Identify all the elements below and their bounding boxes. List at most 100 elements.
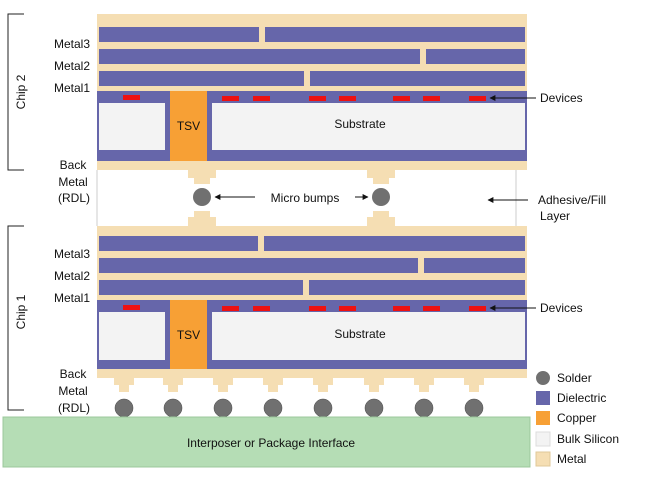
chip-2: TSV Substrate: [97, 14, 527, 170]
c4-bump-solder: [263, 398, 283, 418]
c4-bump-pad: [364, 378, 384, 392]
micro-bump-solder: [372, 188, 390, 206]
device: [253, 96, 270, 101]
c4-bump: [364, 378, 384, 418]
legend-label-dielectric: Dielectric: [557, 391, 606, 405]
solder-swatch-icon: [536, 371, 550, 385]
device: [123, 305, 140, 310]
device: [339, 306, 356, 311]
chip1-left-labels: Chip 1 Metal3 Metal2 Metal1 Back Metal (…: [7, 225, 90, 415]
c4-bump: [414, 378, 434, 418]
chip1-name-label: Chip 1: [14, 294, 28, 329]
device: [469, 96, 486, 101]
micro-bumps-label: Micro bumps: [271, 191, 340, 205]
chip1-metal1-label: Metal1: [54, 291, 90, 305]
chip1-top-metal-band: [97, 226, 527, 235]
chip1-tsv: [170, 300, 207, 369]
chip1-substrate-label: Substrate: [334, 327, 386, 341]
chip2-back-metal-label-line1: Back: [60, 158, 88, 172]
chip1-metal2-dielectric-left: [99, 258, 418, 273]
interposer-block: [2, 416, 531, 468]
device: [339, 96, 356, 101]
chip2-metal2-label: Metal2: [54, 59, 90, 73]
legend-item-bulk-silicon: Bulk Silicon: [535, 431, 619, 447]
chip2-top-metal-band: [97, 14, 527, 25]
legend-label-metal: Metal: [557, 452, 586, 466]
chip1-bulk-silicon-right: [212, 312, 525, 360]
device: [423, 306, 440, 311]
c4-bump-pad: [414, 378, 434, 392]
chip1-bulk-silicon-left: [99, 312, 165, 360]
c4-bump-pad: [313, 378, 333, 392]
c4-bump: [213, 378, 233, 418]
device: [469, 306, 486, 311]
chip1-metal1-dielectric-right: [309, 280, 525, 295]
chip1-devices-label: Devices: [540, 301, 583, 315]
metal-swatch-icon: [535, 451, 551, 467]
chip2-devices: [123, 95, 486, 101]
c4-bump-solder: [114, 398, 134, 418]
chip2-bulk-silicon-left: [99, 103, 165, 150]
device: [222, 96, 239, 101]
c4-bump: [114, 378, 134, 418]
c4-bump: [464, 378, 484, 418]
legend-item-copper: Copper: [536, 411, 596, 425]
copper-swatch-icon: [536, 411, 550, 425]
chip2-tsv: [170, 91, 207, 161]
chip2-back-metal-label-line3: (RDL): [58, 191, 90, 205]
chip2-bracket: [7, 13, 24, 171]
legend-item-metal: Metal: [535, 451, 586, 467]
chip2-substrate-label: Substrate: [334, 117, 386, 131]
chip1-metal3-dielectric-left: [99, 236, 258, 251]
device: [222, 306, 239, 311]
chip2-back-metal-rdl: [97, 161, 527, 170]
c4-bump-pad: [213, 378, 233, 392]
device: [393, 96, 410, 101]
chip-1: TSV Substrate: [97, 226, 527, 378]
interposer-label: Interposer or Package Interface: [187, 436, 355, 450]
chip2-name-label: Chip 2: [14, 74, 28, 109]
chip1-bracket: [7, 225, 24, 411]
chip2-back-metal-label-line2: Metal: [58, 175, 87, 189]
chip1-metal3-dielectric-right: [264, 236, 525, 251]
legend-label-copper: Copper: [557, 411, 596, 425]
c4-bump-solder: [364, 398, 384, 418]
chip2-metal3-label: Metal3: [54, 37, 90, 51]
device: [423, 96, 440, 101]
c4-bump: [263, 378, 283, 418]
chip1-back-metal-rdl: [97, 369, 527, 378]
micro-bump: [188, 170, 216, 226]
legend-item-solder: Solder: [536, 371, 592, 385]
chip1-metal2-dielectric-right: [424, 258, 525, 273]
adhesive-fill-label-line1: Adhesive/Fill: [538, 193, 606, 207]
dielectric-swatch-icon: [536, 391, 550, 405]
chip1-metal1-dielectric-left: [99, 280, 303, 295]
c4-bump-pad: [163, 378, 183, 392]
c4-bump-pad: [114, 378, 134, 392]
device: [123, 95, 140, 100]
chip1-devices: [123, 305, 486, 311]
chip2-left-labels: Chip 2 Metal3 Metal2 Metal1 Back Metal (…: [7, 13, 90, 205]
legend-item-dielectric: Dielectric: [536, 391, 606, 405]
c4-bump-solder: [464, 398, 484, 418]
legend: Solder Dielectric Copper Bulk Silicon Me…: [535, 371, 619, 467]
c4-bump: [163, 378, 183, 418]
chip2-metal1-dielectric-right: [310, 71, 525, 86]
chip1-tsv-label: TSV: [177, 328, 200, 342]
micro-bump: [367, 170, 395, 226]
c4-bump-solder: [414, 398, 434, 418]
chip2-metal3-dielectric-right: [265, 27, 525, 42]
chip2-metal1-dielectric-left: [99, 71, 304, 86]
device: [309, 96, 326, 101]
chip2-metal3-dielectric-left: [99, 27, 259, 42]
c4-bump-pad: [263, 378, 283, 392]
c4-bump: [313, 378, 333, 418]
chip2-tsv-label: TSV: [177, 119, 200, 133]
chip1-metal2-label: Metal2: [54, 269, 90, 283]
micro-bump-solder: [193, 188, 211, 206]
legend-label-bulk-silicon: Bulk Silicon: [557, 432, 619, 446]
chip1-back-metal-label-line1: Back: [60, 367, 88, 381]
devices-callouts: Devices Devices: [489, 91, 583, 315]
chip2-bulk-silicon-right: [212, 103, 525, 150]
